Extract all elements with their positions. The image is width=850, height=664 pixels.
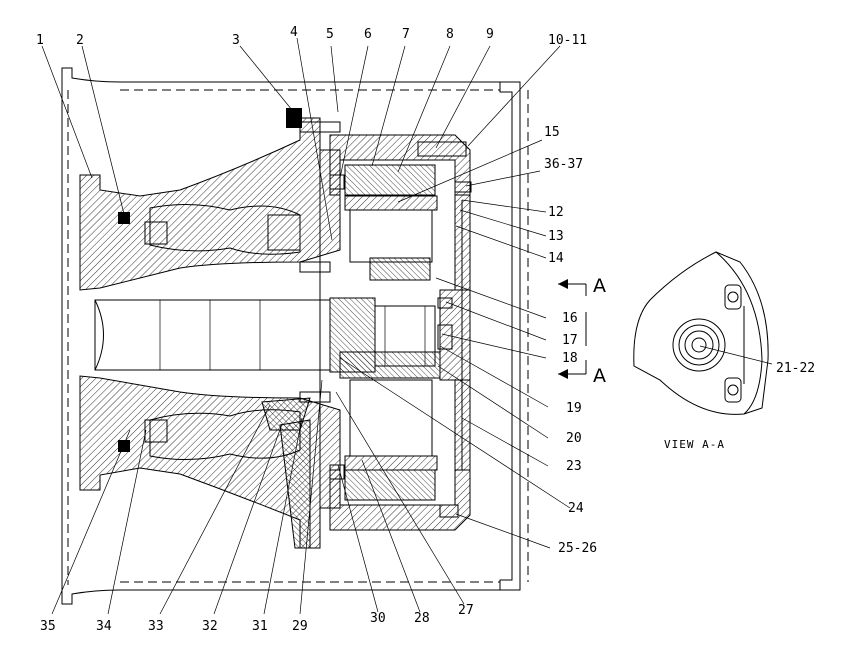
callout-36-37: 36-37 [544,157,583,172]
callout-10-11: 10-11 [548,33,587,48]
callout-14: 14 [548,251,564,266]
callout-33: 33 [148,619,164,634]
callout-16: 16 [562,311,578,326]
planetary-carrier [286,108,472,540]
callout-1: 1 [36,33,44,48]
callout-25-26: 25-26 [558,541,597,556]
callout-17: 17 [562,333,578,348]
callout-18: 18 [562,351,578,366]
spindle-housing-upper [79,117,341,291]
callout-21-22: 21-22 [776,361,815,376]
callout-29: 29 [292,619,308,634]
callout-27: 27 [458,603,474,618]
callout-32: 32 [202,619,218,634]
callout-23: 23 [566,459,582,474]
callout-5: 5 [326,27,334,42]
callout-24: 24 [568,501,584,516]
view-a-a-detail [633,251,769,415]
callout-labels: 1 2 3 4 5 6 7 8 9 10-11 15 36-37 12 13 1… [36,25,815,634]
callout-28: 28 [414,611,430,626]
callout-35: 35 [40,619,56,634]
callout-2: 2 [76,33,84,48]
callout-34: 34 [96,619,112,634]
callout-19: 19 [566,401,582,416]
callout-13: 13 [548,229,564,244]
callout-12: 12 [548,205,564,220]
callout-6: 6 [364,27,372,42]
spindle-housing-lower [79,375,341,549]
leader-lines [41,37,773,615]
callout-8: 8 [446,27,454,42]
view-title: VIEW A-A [664,438,725,451]
callout-9: 9 [486,27,494,42]
callout-7: 7 [402,27,410,42]
wheel-rim [61,67,529,605]
section-letter-bottom: A [593,365,606,387]
section-letter-top: A [593,275,606,297]
callout-20: 20 [566,431,582,446]
callout-31: 31 [252,619,268,634]
callout-3: 3 [232,33,240,48]
callout-15: 15 [544,125,560,140]
section-cut-indicator [558,279,587,379]
callout-4: 4 [290,25,298,40]
callout-30: 30 [370,611,386,626]
